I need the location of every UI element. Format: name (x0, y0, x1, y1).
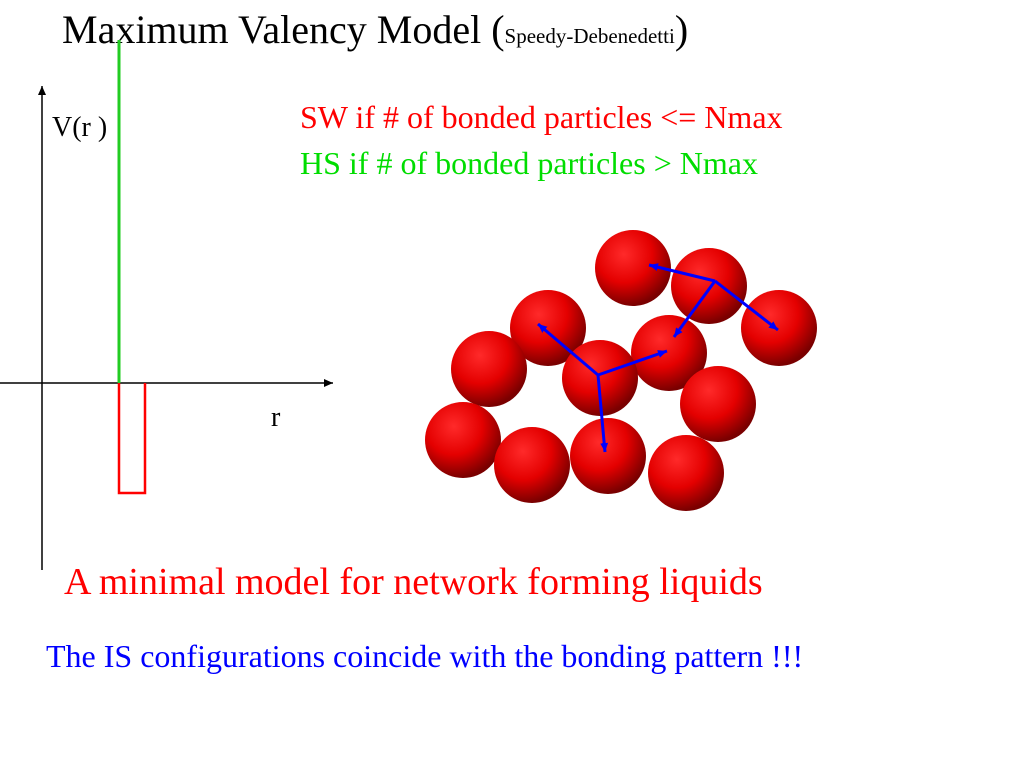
bond-arrow (672, 280, 717, 338)
potential-y-label: V(r ) (52, 112, 108, 143)
bond-arrow (596, 374, 609, 453)
page-title: Maximum Valency Model (Speedy-Debenedett… (62, 8, 688, 52)
sw-rule: SW if # of bonded particles <= Nmax (300, 99, 783, 135)
conclusion-text: The IS configurations coincide with the … (46, 638, 804, 674)
bond-arrow (648, 263, 716, 283)
particle (451, 331, 527, 407)
title-main: Maximum Valency Model ( (62, 7, 505, 52)
particle (494, 427, 570, 503)
bond-arrow (597, 349, 668, 377)
particle (425, 402, 501, 478)
bond-arrows (537, 263, 779, 453)
particle (648, 435, 724, 511)
particle (631, 315, 707, 391)
particle (741, 290, 817, 366)
particle (595, 230, 671, 306)
potential-x-label: r (271, 402, 281, 433)
particle-network (425, 230, 817, 511)
tagline: A minimal model for network forming liqu… (64, 561, 763, 603)
square-well (117, 383, 147, 495)
potential-axes (0, 86, 333, 570)
bond-arrow (714, 279, 779, 332)
particle (680, 366, 756, 442)
hs-rule: HS if # of bonded particles > Nmax (300, 145, 758, 181)
title-subtitle: Speedy-Debenedetti (504, 24, 675, 48)
particle (570, 418, 646, 494)
particle (671, 248, 747, 324)
bond-arrow (537, 322, 599, 377)
title-close: ) (674, 7, 689, 52)
